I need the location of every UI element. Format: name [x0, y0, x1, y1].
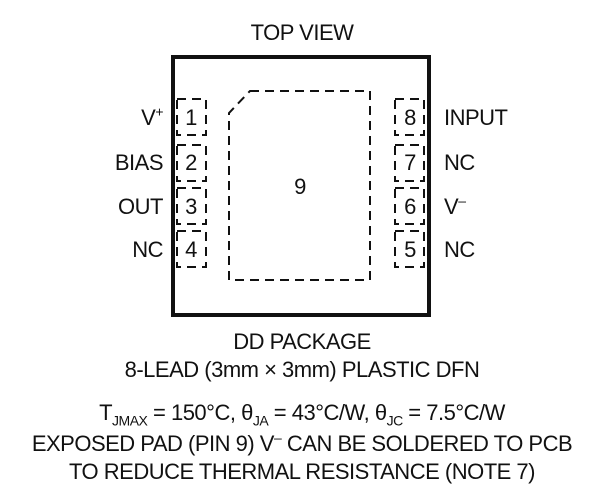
- theta-jc-symbol: θ: [374, 400, 387, 425]
- pin-1-number: 1: [185, 105, 197, 130]
- pin-4-label: NC: [132, 237, 163, 262]
- theta-ja-sub: JA: [252, 412, 269, 429]
- theta-ja-value: = 43°C/W,: [268, 400, 375, 425]
- exposed-pad-note-line2: TO REDUCE THERMAL RESISTANCE (NOTE 7): [69, 459, 535, 484]
- note-line1-a: EXPOSED PAD (PIN 9) V: [31, 431, 275, 456]
- pin-7-label: NC: [444, 150, 475, 175]
- pin-1-pad: [176, 98, 207, 136]
- pin-2-label: BIAS: [114, 150, 164, 175]
- diagram-title: TOP VIEW: [250, 20, 354, 45]
- thermal-specs: TJMAX = 150°C, θJA = 43°C/W, θJC = 7.5°C…: [99, 400, 505, 428]
- tj-symbol: T: [99, 400, 113, 425]
- exposed-pad: [228, 90, 371, 281]
- note-line1-b: CAN BE SOLDERED TO PCB: [281, 431, 573, 456]
- pin-5-pad: [394, 230, 425, 268]
- pin-8-number: 8: [404, 105, 416, 130]
- exposed-pad-note-line1: EXPOSED PAD (PIN 9) V– CAN BE SOLDERED T…: [31, 429, 573, 456]
- pin-7-pad: [394, 144, 425, 182]
- pin-4-number: 4: [185, 237, 197, 262]
- package-caption-line2: 8-LEAD (3mm × 3mm) PLASTIC DFN: [124, 357, 480, 382]
- tj-sub: JMAX: [112, 412, 148, 429]
- pin-6-label-text: V: [444, 194, 459, 219]
- package-body: [171, 55, 431, 317]
- tj-value: = 150°C,: [147, 400, 242, 425]
- pin-4-pad: [176, 230, 207, 268]
- pin-3-pad: [176, 187, 207, 225]
- pin-1-label-sup: +: [155, 103, 163, 120]
- pin-6-pad: [394, 187, 425, 225]
- pin-1-label-text: V: [141, 105, 156, 130]
- exposed-pad-number: 9: [294, 174, 306, 199]
- pin-3-number: 3: [185, 194, 197, 219]
- theta-ja-symbol: θ: [241, 400, 253, 425]
- pin-7-number: 7: [404, 150, 416, 175]
- theta-jc-value: = 7.5°C/W: [402, 400, 505, 425]
- pin-6-label-sup: –: [458, 192, 466, 209]
- pin-5-label: NC: [444, 237, 475, 262]
- pin-5-number: 5: [404, 237, 416, 262]
- pin-6-label: V–: [444, 192, 466, 219]
- theta-jc-sub: JC: [386, 412, 404, 429]
- package-caption-line1: DD PACKAGE: [233, 329, 371, 354]
- pin-2-pad: [176, 144, 207, 182]
- pin-8-label: INPUT: [444, 105, 508, 130]
- note-line1-sup: –: [273, 429, 282, 446]
- pin-1-label: V+: [141, 103, 163, 130]
- pin-2-number: 2: [185, 150, 197, 175]
- pin-3-label: OUT: [118, 194, 163, 219]
- pin-8-pad: [394, 98, 425, 136]
- pin-6-number: 6: [404, 194, 416, 219]
